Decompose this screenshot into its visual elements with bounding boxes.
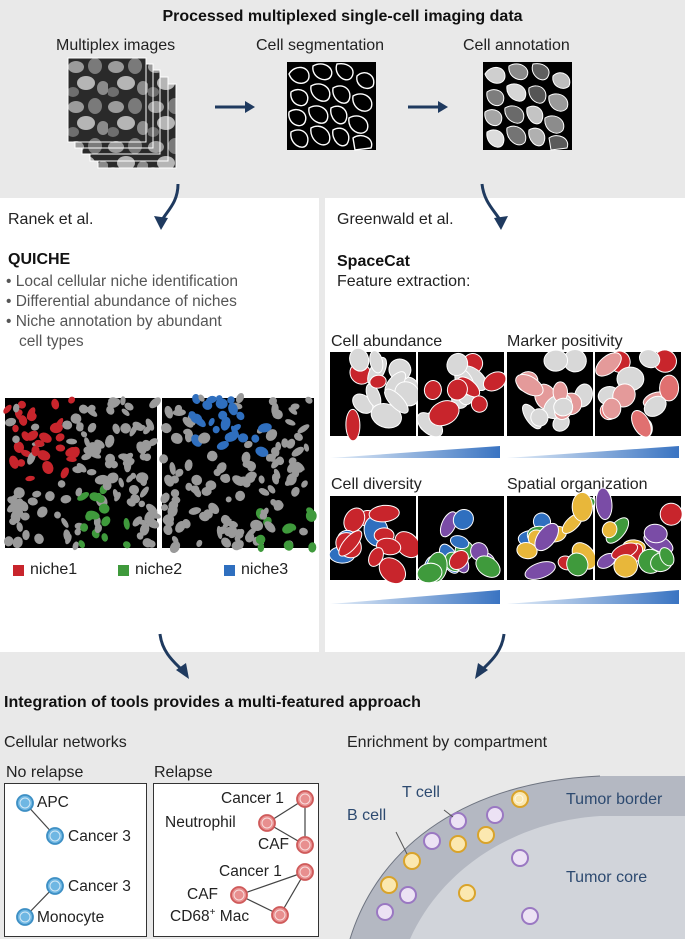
left-right-divider <box>319 198 325 652</box>
feature-tiles-grid <box>328 347 683 604</box>
enrichment-label: Enrichment by compartment <box>347 734 548 751</box>
legend-label-niche3: niche3 <box>241 561 289 578</box>
node-monocyte: Monocyte <box>37 909 105 926</box>
feature-extraction-label: Feature extraction: <box>337 273 471 290</box>
arrow-to-quiche <box>154 183 180 230</box>
node-cancer1-a: Cancer 1 <box>221 790 284 807</box>
no-relapse-network <box>16 794 64 926</box>
feature-cell-diversity: Cell diversity <box>331 476 422 493</box>
top-title: Processed multiplexed single-cell imagin… <box>162 8 523 25</box>
legend-swatch-niche2 <box>118 565 129 576</box>
cell-annotation-image <box>483 62 572 151</box>
spacecat-title: SpaceCat <box>337 253 410 270</box>
node-cancer1-b: Cancer 1 <box>219 863 282 880</box>
quiche-bullet-1: • Local cellular niche identification <box>6 273 239 290</box>
node-cd68-sup: + <box>209 907 216 918</box>
quiche-bullet-3: • Niche annotation by abundant <box>6 313 222 330</box>
cellular-networks-label: Cellular networks <box>4 734 127 751</box>
tumor-compartment-diagram <box>349 775 685 939</box>
relapse-network <box>230 790 314 924</box>
step-cell-segmentation: Cell segmentation <box>256 37 385 54</box>
node-caf-a: CAF <box>258 836 289 853</box>
node-cancer3-b: Cancer 3 <box>68 878 131 895</box>
bottom-title: Integration of tools provides a multi-fe… <box>4 694 421 711</box>
niche-image-left <box>3 396 162 551</box>
node-apc: APC <box>37 794 69 811</box>
legend-swatch-niche1 <box>13 565 24 576</box>
relapse-label: Relapse <box>154 764 213 781</box>
tumor-border-label: Tumor border <box>566 791 663 808</box>
step-multiplex-images: Multiplex images <box>56 37 176 54</box>
ranek-author: Ranek et al. <box>8 211 94 228</box>
quiche-bullet-3-cont: cell types <box>19 333 84 350</box>
feature-marker-positivity: Marker positivity <box>507 333 623 350</box>
quiche-bullet-2: • Differential abundance of niches <box>6 293 237 310</box>
niche-image-right <box>159 393 317 554</box>
feature-cell-abundance: Cell abundance <box>331 333 443 350</box>
arrow-to-segmentation <box>215 101 255 113</box>
b-cell-label: B cell <box>347 807 387 824</box>
node-cancer3-a: Cancer 3 <box>68 828 131 845</box>
node-cd68-mac: CD68+ Mac <box>170 907 249 926</box>
arrow-right-to-bottom <box>475 633 506 679</box>
quiche-title: QUICHE <box>8 251 71 268</box>
step-cell-annotation: Cell annotation <box>463 37 570 54</box>
relapse-box <box>153 783 319 937</box>
node-neutrophil: Neutrophil <box>165 814 236 831</box>
greenwald-author: Greenwald et al. <box>337 211 454 228</box>
cell-segmentation-image <box>287 62 376 151</box>
legend-swatch-niche3 <box>224 565 235 576</box>
node-caf-b: CAF <box>187 886 218 903</box>
tumor-core-label: Tumor core <box>566 869 648 886</box>
legend-label-niche1: niche1 <box>30 561 78 578</box>
arrow-to-spacecat <box>480 183 508 230</box>
no-relapse-label: No relapse <box>6 764 84 781</box>
arrow-left-to-bottom <box>158 633 189 679</box>
t-cell-label: T cell <box>402 784 440 801</box>
multiplex-images-stack <box>67 57 177 169</box>
arrow-to-annotation <box>408 101 448 113</box>
node-mac-text: Mac <box>215 908 250 926</box>
legend-label-niche2: niche2 <box>135 561 183 578</box>
node-cd68-text: CD68 <box>170 908 210 926</box>
feature-spatial-organization: Spatial organization <box>507 476 648 493</box>
